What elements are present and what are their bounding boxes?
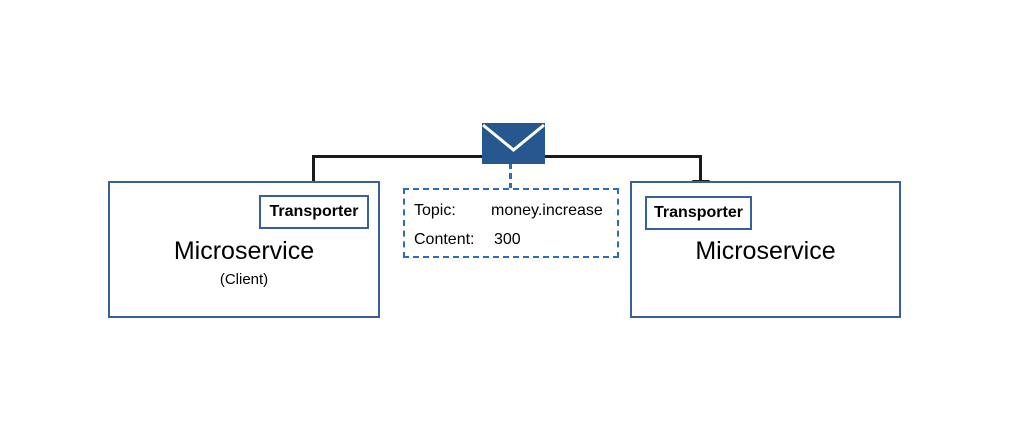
right-service-title: Microservice xyxy=(695,237,836,265)
message-content-key: Content: xyxy=(414,231,475,248)
message-content-value: 300 xyxy=(494,231,521,248)
envelope-icon xyxy=(482,123,545,164)
message-content-row: Content: 300 xyxy=(405,225,617,255)
message-topic-value: money.increase xyxy=(491,202,603,219)
transporter-label-left: Transporter xyxy=(269,203,359,220)
right-drop-line xyxy=(699,155,702,184)
dashed-leader-line xyxy=(509,163,512,189)
transporter-box-right: Transporter xyxy=(645,196,752,230)
left-service-title: Microservice xyxy=(173,237,315,265)
left-service-subtitle: (Client) xyxy=(219,271,269,288)
left-drop-line xyxy=(312,155,315,197)
transporter-box-left: Transporter xyxy=(259,195,369,229)
message-topic-row: Topic: money.increase xyxy=(405,196,617,226)
transporter-label-right: Transporter xyxy=(654,204,743,221)
message-topic-key: Topic: xyxy=(414,202,456,219)
message-detail-box: Topic: money.increase Content: 300 xyxy=(403,188,619,258)
